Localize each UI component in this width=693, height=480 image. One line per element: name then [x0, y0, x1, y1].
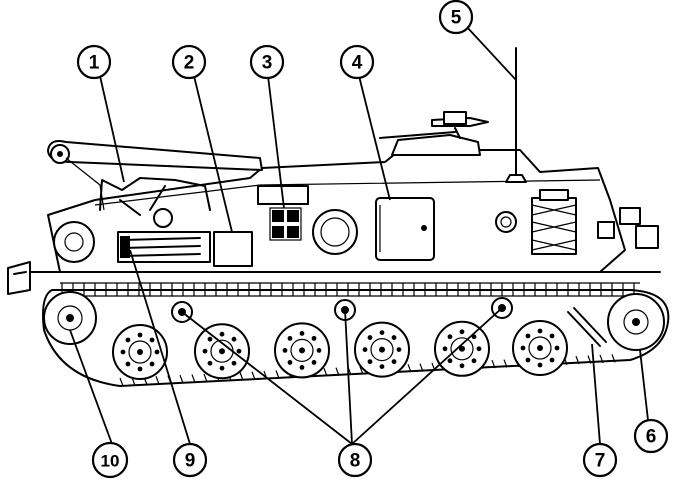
side-hatch — [375, 197, 435, 261]
track-link — [335, 367, 340, 376]
antenna-base — [505, 174, 527, 183]
front-idler-hub — [623, 309, 649, 335]
road-wheel — [194, 323, 250, 380]
callout-3: 3 — [249, 44, 285, 80]
track-link — [611, 354, 616, 363]
track-link — [407, 363, 412, 373]
track-treads-top — [60, 282, 640, 297]
tool-rack-clamp — [120, 236, 130, 258]
track-link — [275, 370, 280, 379]
track-link — [503, 359, 508, 368]
stowage-box — [213, 231, 253, 267]
callout-5-label: 5 — [451, 8, 462, 29]
leader-7 — [591, 343, 601, 445]
drive-sprocket-center — [66, 314, 74, 322]
access-plate-inner — [320, 217, 350, 247]
road-wheel — [274, 322, 330, 379]
track-link — [191, 374, 196, 383]
boom-rigging — [99, 177, 211, 216]
front-idler-center — [632, 318, 640, 326]
machine-gun — [379, 117, 489, 139]
track-link — [599, 354, 604, 364]
callout-4: 4 — [339, 44, 375, 80]
gun-mount — [443, 111, 467, 125]
boom-cable — [65, 157, 105, 211]
rear-details — [7, 261, 31, 295]
track-link — [359, 366, 364, 375]
leader-8a — [181, 311, 353, 445]
callout-2: 2 — [171, 44, 207, 80]
track-link — [119, 377, 124, 387]
tool-rack-tools — [123, 237, 201, 257]
callout-3-label: 3 — [262, 53, 273, 74]
road-wheel — [112, 324, 168, 380]
rear-sprocket-hub — [64, 232, 84, 252]
callout-9: 9 — [172, 442, 208, 478]
headlight — [495, 211, 517, 233]
leader-4 — [358, 75, 391, 201]
track-link — [251, 371, 256, 380]
road-wheels — [112, 320, 568, 380]
callout-10-label: 10 — [101, 452, 120, 471]
callout-6: 6 — [633, 418, 669, 454]
track-link — [575, 355, 580, 365]
access-plate — [312, 209, 358, 255]
leader-10 — [69, 329, 113, 445]
cupola — [391, 134, 481, 156]
callout-5: 5 — [438, 0, 474, 35]
boom-pulley-hub — [57, 151, 63, 157]
leader-3 — [267, 75, 285, 209]
road-wheel — [434, 320, 490, 377]
callout-1: 1 — [76, 44, 112, 80]
track-link — [239, 372, 244, 381]
rigging-pulley — [153, 208, 173, 228]
leader-8c — [351, 307, 503, 445]
track-link — [491, 359, 496, 369]
crane-boom — [47, 140, 263, 171]
callout-8: 8 — [337, 442, 373, 478]
callout-8-label: 8 — [350, 451, 361, 472]
track-link — [203, 373, 208, 383]
track-link — [587, 355, 592, 364]
leader-5 — [465, 25, 517, 81]
tracked-vehicle-illustration — [7, 47, 670, 387]
road-wheel — [512, 320, 568, 376]
track-link — [323, 367, 328, 377]
rear-sprocket — [53, 221, 95, 263]
callout-7: 7 — [582, 442, 618, 478]
front-stowage-rack — [531, 189, 577, 255]
callout-2-label: 2 — [184, 53, 195, 74]
track-link — [179, 374, 184, 384]
callout-1-label: 1 — [89, 53, 100, 74]
callout-4-label: 4 — [352, 53, 363, 74]
callout-9-label: 9 — [185, 451, 196, 472]
track-link — [155, 376, 160, 385]
leader-6 — [639, 349, 649, 421]
road-wheel — [354, 321, 410, 378]
callouts: 1 2 3 4 5 6 7 8 — [76, 0, 669, 479]
front-light-cluster — [597, 207, 659, 249]
callout-10: 10 — [91, 441, 129, 479]
leader-1 — [99, 75, 125, 183]
vent-grill — [269, 207, 302, 241]
callout-6-label: 6 — [646, 427, 657, 448]
leader-8b — [344, 309, 353, 445]
headlight-inner — [500, 216, 512, 228]
track-link — [419, 363, 424, 372]
side-hatch-handle — [421, 225, 427, 231]
shock-absorber — [567, 307, 607, 347]
leader-9 — [129, 249, 191, 445]
leader-2 — [193, 75, 233, 233]
leader-lines — [69, 25, 649, 445]
callout-7-label: 7 — [595, 451, 606, 472]
